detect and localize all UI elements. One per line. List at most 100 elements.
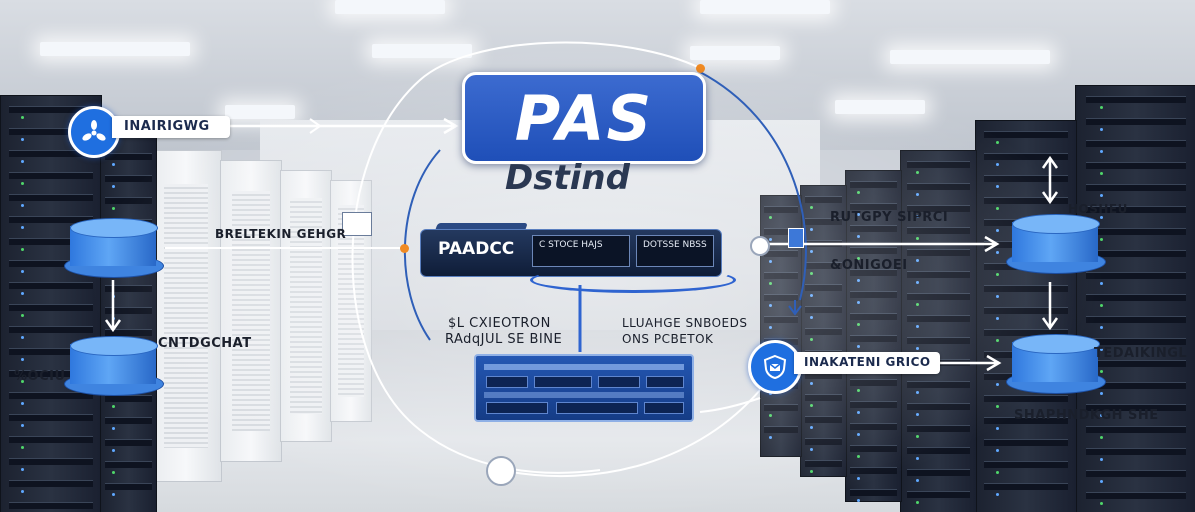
- rack-led: [996, 229, 999, 232]
- rack-led: [916, 193, 919, 196]
- rack-slot: [9, 348, 93, 355]
- arrow-db-vertical: [1041, 282, 1059, 331]
- rack-slot: [1085, 184, 1187, 191]
- rack-led: [996, 405, 999, 408]
- rack-led: [996, 273, 999, 276]
- rack-slot: [907, 381, 970, 388]
- rack-slot: [850, 203, 897, 210]
- rack-slot: [907, 447, 970, 454]
- rack-led: [21, 138, 24, 141]
- rack-led: [857, 389, 860, 392]
- rack-led: [810, 272, 813, 275]
- ceiling-light: [372, 44, 472, 58]
- rack-slot: [764, 404, 798, 411]
- left-mid-label: BRELTEKIN GEHGR: [215, 227, 347, 241]
- fan-icon-circle: [68, 106, 120, 158]
- server-rack: [1075, 85, 1195, 512]
- rack-slot: [764, 426, 798, 433]
- rack-slot: [907, 205, 970, 212]
- rack-slot: [907, 161, 970, 168]
- rack-led: [996, 163, 999, 166]
- rack-slot: [984, 175, 1068, 182]
- ceiling-light: [890, 50, 1050, 64]
- rack-slot: [105, 329, 152, 336]
- rack-led: [21, 182, 24, 185]
- rack-slot: [105, 461, 152, 468]
- rack-led: [996, 295, 999, 298]
- rack-led: [996, 141, 999, 144]
- rack-slot: [850, 313, 897, 320]
- right-bottom-label: SHAPHNDKGH SHE: [1014, 408, 1159, 423]
- rack-led: [857, 455, 860, 458]
- rack-slot: [9, 260, 93, 267]
- server-rack: [900, 150, 977, 512]
- rack-slot: [804, 416, 843, 423]
- rack-slot: [850, 467, 897, 474]
- rack-led: [857, 213, 860, 216]
- white-cabinet: [150, 150, 222, 482]
- panel-cell: [556, 402, 638, 414]
- rack-led: [769, 436, 772, 439]
- rack-led: [996, 185, 999, 188]
- rack-slot: [907, 315, 970, 322]
- center-left-caption-2: RAdqJUL SE BINE: [445, 332, 563, 347]
- arrow-db-down: [104, 280, 122, 333]
- monitor-panel: [474, 354, 694, 422]
- panel-cell: [646, 376, 684, 388]
- rack-led: [1100, 502, 1103, 505]
- rack-slot: [764, 250, 798, 257]
- rack-slot: [105, 285, 152, 292]
- rack-led: [857, 477, 860, 480]
- orange-node: [696, 64, 705, 73]
- rack-led: [21, 226, 24, 229]
- rack-slot: [9, 194, 93, 201]
- device-label: PAADCC: [438, 239, 515, 259]
- ceiling-light: [225, 105, 295, 119]
- rack-led: [112, 471, 115, 474]
- rack-slot: [1085, 162, 1187, 169]
- rack-slot: [9, 480, 93, 487]
- rack-led: [857, 323, 860, 326]
- rack-led: [1100, 172, 1103, 175]
- rack-led: [857, 235, 860, 238]
- ceiling-light: [835, 100, 925, 114]
- node-dot: [750, 236, 770, 256]
- rack-led: [1100, 128, 1103, 131]
- ceiling-light: [335, 0, 445, 14]
- rack-slot: [105, 483, 152, 490]
- rack-led: [916, 237, 919, 240]
- label-box-top-left: [112, 116, 230, 138]
- rack-slot: [1085, 206, 1187, 213]
- left-lower-label: CNTDGCHAT: [158, 336, 252, 351]
- rack-slot: [105, 307, 152, 314]
- database-icon: [64, 218, 164, 278]
- rack-led: [1100, 216, 1103, 219]
- rack-led: [112, 493, 115, 496]
- rack-slot: [9, 436, 93, 443]
- panel-cell: [486, 402, 548, 414]
- rack-led: [810, 382, 813, 385]
- rack-slot: [850, 423, 897, 430]
- rack-led: [996, 493, 999, 496]
- ceiling-light: [690, 46, 780, 60]
- database-icon: [1006, 334, 1106, 394]
- server-rack: [975, 120, 1077, 512]
- diagram-title: PAS: [514, 81, 654, 155]
- rack-slot: [850, 489, 897, 496]
- right-mid-label: INAKATENI GRICO: [804, 355, 931, 369]
- rack-slot: [907, 403, 970, 410]
- rack-led: [1100, 106, 1103, 109]
- rack-led: [810, 206, 813, 209]
- rack-led: [112, 427, 115, 430]
- rack-led: [857, 499, 860, 502]
- rack-led: [857, 257, 860, 260]
- rack-slot: [1085, 118, 1187, 125]
- rack-led: [810, 448, 813, 451]
- diagram-subtitle: Dstind: [505, 158, 630, 198]
- orange-node: [400, 244, 409, 253]
- rack-slot: [850, 225, 897, 232]
- rack-slot: [9, 238, 93, 245]
- rack-led: [21, 314, 24, 317]
- rack-led: [769, 414, 772, 417]
- shield-mail-icon-circle: [748, 340, 802, 394]
